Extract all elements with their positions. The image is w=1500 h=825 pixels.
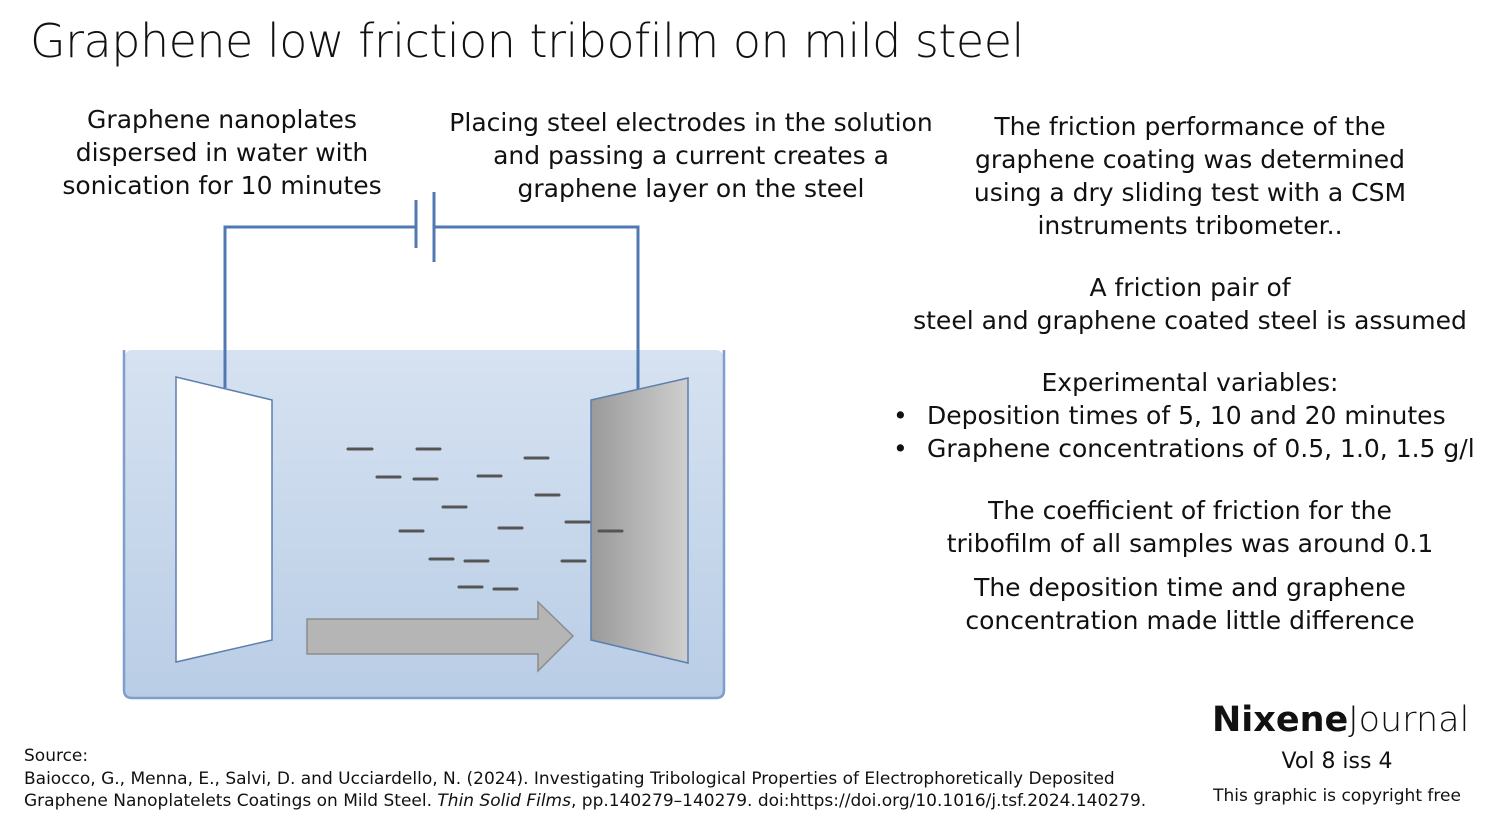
caption-dispersion: Graphene nanoplates dispersed in water w… bbox=[62, 105, 382, 200]
circuit-wires bbox=[223, 225, 640, 390]
volume-issue: Vol 8 iss 4 bbox=[1281, 749, 1393, 774]
wire-right bbox=[434, 225, 640, 390]
variables-list: Deposition times of 5, 10 and 20 minutes… bbox=[885, 399, 1475, 465]
migration-arrow bbox=[306, 600, 575, 673]
brand-logo: NixeneJournal bbox=[1212, 700, 1470, 740]
friction-test-paragraph: The friction performance of the graphene… bbox=[973, 112, 1407, 240]
journal-brand: NixeneJournal Vol 8 iss 4 This graphic i… bbox=[1212, 697, 1470, 809]
journal-name: Thin Solid Films bbox=[437, 791, 571, 811]
source-label: Source: bbox=[24, 746, 89, 766]
wire-left bbox=[223, 225, 416, 388]
source-citation: Source: Baiocco, G., Menna, E., Salvi, D… bbox=[24, 745, 1146, 813]
solution-tank bbox=[124, 350, 724, 698]
graphene-flakes bbox=[346, 447, 624, 591]
tank-outline bbox=[122, 350, 726, 700]
caption-electrodes: Placing steel electrodes in the solution… bbox=[449, 108, 933, 203]
friction-pair-paragraph: A friction pair of steel and graphene co… bbox=[913, 273, 1467, 335]
page-title: Graphene low friction tribofilm on mild … bbox=[30, 14, 1024, 68]
citation-line-1: Baiocco, G., Menna, E., Salvi, D. and Uc… bbox=[24, 768, 1115, 789]
left-electrode bbox=[175, 376, 273, 663]
citation-line-2: Graphene Nanoplatelets Coatings on Mild … bbox=[24, 791, 1147, 811]
variables-heading: Experimental variables: bbox=[1041, 368, 1339, 397]
battery-icon bbox=[414, 192, 436, 262]
variable-item: Graphene concentrations of 0.5, 1.0, 1.5… bbox=[885, 432, 1475, 465]
variable-item: Deposition times of 5, 10 and 20 minutes bbox=[885, 399, 1475, 432]
copyright-note: This graphic is copyright free bbox=[1213, 786, 1461, 806]
right-electrode bbox=[590, 377, 689, 664]
coefficient-paragraph: The coefficient of friction for the trib… bbox=[946, 496, 1434, 558]
conclusion-paragraph: The deposition time and graphene concent… bbox=[965, 573, 1415, 635]
